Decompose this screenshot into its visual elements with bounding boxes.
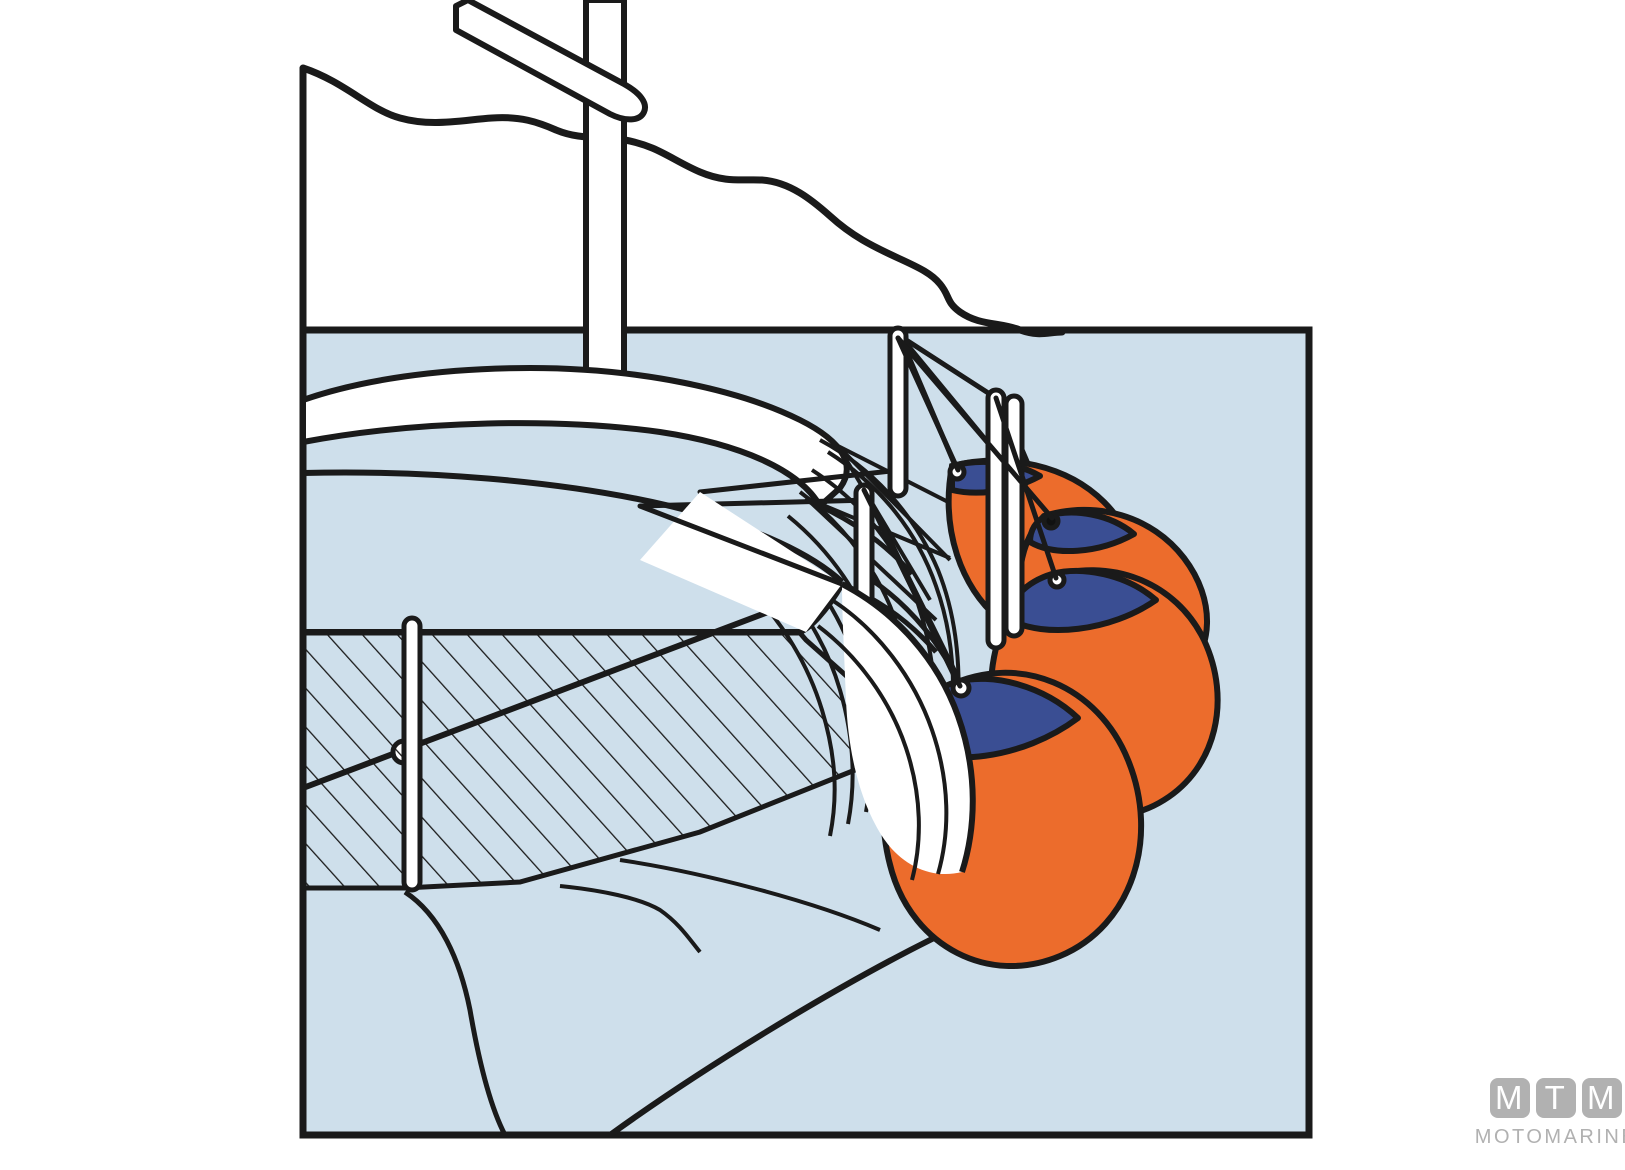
boom-shape <box>453 0 648 123</box>
watermark-tile-1 <box>1490 1078 1530 1118</box>
watermark-letter-2: T <box>1545 1079 1568 1116</box>
deck-foreground <box>639 492 843 632</box>
boom <box>453 0 648 123</box>
bow-foreground-inner-2 <box>816 624 921 881</box>
stanchion-bow-outer-2 <box>1003 393 1025 639</box>
bow-line-8 <box>750 590 837 837</box>
watermark-letter-3: M <box>1587 1079 1617 1116</box>
shoreline <box>299 64 1066 338</box>
hull-strake-2 <box>619 858 881 932</box>
bow-foreground-edge <box>840 581 976 873</box>
deck-line <box>302 469 845 585</box>
hull-rubbing-strake <box>559 884 702 954</box>
bow-foreground <box>816 581 976 881</box>
radiate-4 <box>805 496 951 560</box>
lifeline-1 <box>897 333 999 401</box>
mast-shaft <box>583 0 627 393</box>
stanchion-aft <box>401 615 423 893</box>
bow-foreground-shape <box>842 584 973 875</box>
lifeline-front-4 <box>861 487 963 689</box>
watermark-tile-3 <box>1582 1078 1622 1118</box>
lifeline-front-3 <box>993 395 1059 581</box>
hull-lower-outline <box>403 889 508 1137</box>
radiate-2 <box>836 444 952 562</box>
watermark-tile-2 <box>1536 1078 1576 1118</box>
watermark-brand: MOTOMARINE <box>1475 1126 1625 1148</box>
lifelines-front <box>861 335 1059 689</box>
watermark-letter-1: M <box>1495 1079 1525 1116</box>
watermark: M T M MOTOMARINE <box>1475 1078 1625 1148</box>
mast <box>583 0 627 393</box>
deck-foreground-edge <box>639 503 843 587</box>
lifeline-8 <box>697 467 903 495</box>
bow-foreground-inner-1 <box>830 598 949 875</box>
stanchion-bow-outer <box>985 387 1007 651</box>
lifeline-9 <box>637 497 873 509</box>
lifeline-front-2 <box>895 335 961 473</box>
stanchion-bow-inner <box>887 325 909 499</box>
